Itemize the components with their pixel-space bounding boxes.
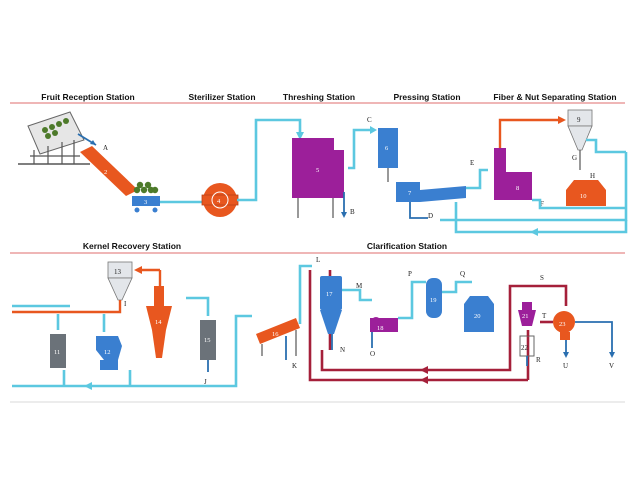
line-separator-to-right (532, 198, 626, 210)
machine-3-cage: 3 (132, 181, 160, 213)
machine-12-ripple-mill: 12 (96, 336, 122, 370)
label-C: C (367, 116, 372, 124)
machine-19-vacuum-dryer: 19 (426, 278, 442, 318)
machine-8-fiber-separator: 8 (494, 148, 532, 200)
station-fiber-nut-separating: Fiber & Nut Separating Station (493, 92, 616, 102)
line-press-to-separator (466, 168, 488, 190)
label-G: G (572, 154, 577, 162)
machine-number-17: 17 (326, 291, 333, 298)
machine-number-15: 15 (204, 337, 211, 344)
label-K: K (292, 362, 297, 370)
label-P: P (408, 270, 412, 278)
machine-number-3: 3 (144, 199, 147, 206)
station-sterilizer: Sterilizer Station (188, 92, 255, 102)
line-thresher-to-digester (348, 128, 372, 170)
label-L: L (316, 256, 320, 264)
label-T: T (542, 312, 547, 320)
machine-number-22: 22 (521, 344, 529, 352)
label-B: B (350, 208, 355, 216)
line-sterilizer-to-thresher (237, 118, 302, 202)
label-R: R (536, 356, 541, 364)
line-steam-S (508, 284, 568, 306)
label-E: E (470, 159, 474, 167)
label-S: S (540, 274, 544, 282)
line-steam-main (308, 270, 528, 382)
machine-13-cyclone: 13 (107, 261, 133, 301)
line-separator-to-cyclone (498, 118, 560, 148)
station-kernel-recovery: Kernel Recovery Station (83, 241, 181, 251)
label-I: I (124, 300, 127, 308)
machine-2-inclined-conveyor (80, 146, 138, 196)
machine-9-cyclone: 9 (567, 109, 593, 170)
machine-5-thresher: 5 (292, 138, 344, 218)
machine-16-vibrating-screen (256, 318, 300, 344)
machine-number-9: 9 (577, 116, 581, 124)
machine-number-19: 19 (430, 297, 437, 304)
machine-14-winnowing-column: 14 (146, 286, 172, 358)
machine-number-10: 10 (580, 193, 587, 200)
label-H: H (590, 172, 595, 180)
machine-20-storage-tank: 20 (464, 296, 494, 332)
line-water-bottom (12, 314, 252, 388)
line-steam-inner (320, 300, 512, 372)
machine-number-13: 13 (114, 268, 122, 276)
line-cyclone-outlet (586, 138, 626, 154)
label-A: A (103, 144, 108, 152)
label-Q: Q (460, 270, 465, 278)
line-to-dryer-P (398, 280, 426, 320)
line-press-D (409, 202, 428, 219)
machine-number-20: 20 (474, 313, 481, 320)
line-clarifier-M (342, 288, 372, 302)
machine-number-4: 4 (217, 198, 221, 205)
label-N: N (340, 346, 345, 354)
machine-number-8: 8 (516, 185, 519, 192)
station-clarification: Clarification Station (367, 241, 447, 251)
machine-number-2: 2 (104, 169, 107, 176)
label-V: V (609, 362, 614, 370)
machine-number-18: 18 (377, 325, 384, 332)
label-D: D (428, 212, 433, 220)
label-J: J (204, 378, 207, 386)
station-pressing: Pressing Station (393, 92, 460, 102)
line-to-tank-Q (442, 280, 472, 294)
line-to-silo-15 (186, 296, 210, 316)
machine-number-16: 16 (272, 331, 279, 338)
machine-number-6: 6 (385, 145, 389, 152)
label-F: F (540, 200, 544, 208)
line-hot-left (12, 300, 122, 314)
machine-17-clarifier-tank: 17 (320, 276, 342, 334)
machine-7-screw-press: 7 (396, 182, 466, 202)
machine-number-5: 5 (316, 167, 319, 174)
label-M: M (356, 282, 363, 290)
line-water-return-2 (454, 202, 628, 234)
fruit-reception-ramp (18, 111, 90, 165)
machine-6-digester: 6 (378, 128, 398, 182)
machine-number-7: 7 (408, 190, 412, 197)
machine-21-sludge-separator: 21 (518, 302, 536, 326)
machine-10-boiler: 10 (566, 180, 606, 206)
machine-number-14: 14 (155, 319, 162, 326)
machine-number-23: 23 (559, 321, 566, 328)
machine-4-sterilizer: 4 (201, 183, 239, 217)
line-V (575, 321, 613, 354)
label-O: O (370, 350, 375, 358)
station-threshing: Threshing Station (283, 92, 355, 102)
machine-18-oil-purifier: 18 (370, 317, 398, 332)
machine-15-kernel-silo: 15 (200, 320, 216, 360)
label-U: U (563, 362, 568, 370)
machine-23-decanter: 23 (553, 311, 575, 340)
line-L (298, 264, 312, 324)
station-fruit-reception: Fruit Reception Station (41, 92, 135, 102)
machine-number-11: 11 (54, 349, 60, 356)
machine-11-silo: 11 (50, 334, 66, 368)
machine-number-12: 12 (104, 349, 111, 356)
machine-number-21: 21 (522, 313, 529, 320)
